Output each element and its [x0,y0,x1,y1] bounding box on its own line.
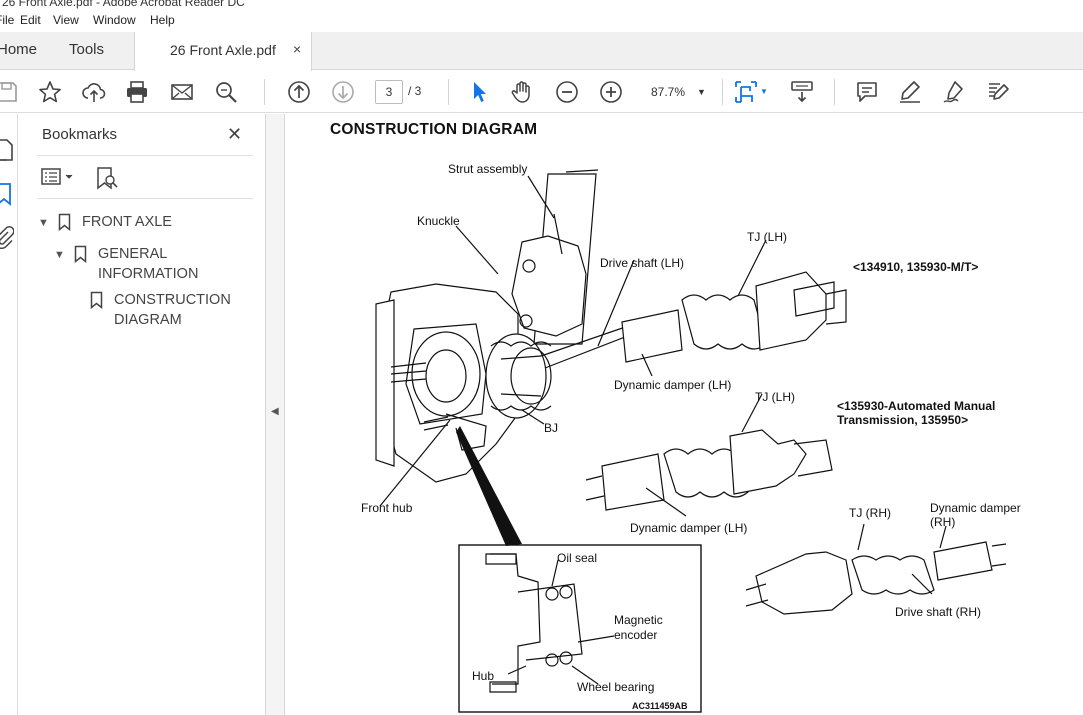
chevron-down-icon[interactable]: ▼ [760,87,768,96]
bookmark-icon [58,213,71,231]
zoom-in-icon[interactable] [598,79,624,105]
bookmark-label: DIAGRAM [114,312,182,328]
label-front-hub: Front hub [361,501,413,515]
label-tj-lh-2: TJ (LH) [755,390,795,404]
bookmark-options-icon[interactable] [41,166,77,191]
hand-icon[interactable] [509,79,535,105]
toolbar-separator [264,79,265,105]
menu-file[interactable]: File [0,13,15,27]
left-nav-rail [0,114,18,715]
close-icon[interactable]: ✕ [227,124,243,144]
label-magnetic-encoder-line1: Magnetic [614,613,663,627]
label-knuckle: Knuckle [417,214,460,228]
document-viewer[interactable]: Strut assembly Knuckle Drive shaft (LH) … [286,114,1083,715]
scroll-mode-icon[interactable] [789,79,815,105]
bookmark-label: INFORMATION [98,266,199,282]
label-bj: BJ [544,421,558,435]
bookmarks-panel: Bookmarks ✕ ▼ FRONT AXLE ▼ GENERAL INFOR… [19,114,265,715]
toolbar-separator [834,79,835,105]
chevron-down-icon[interactable]: ▼ [54,249,65,261]
label-dynamic-damper-lh-2: Dynamic damper (LH) [630,521,747,535]
select-arrow-icon[interactable] [466,79,492,105]
chevron-down-icon[interactable]: ▼ [38,217,49,229]
bookmark-item-general-information[interactable]: ▼ GENERAL INFORMATION [54,244,244,286]
bookmark-label: FRONT AXLE [82,214,172,230]
figure-code: AC311459AB [632,701,688,711]
zoom-out-icon[interactable] [554,79,580,105]
bookmark-label: GENERAL [98,246,168,262]
bookmark-icon [90,291,103,309]
upload-icon[interactable] [81,79,107,105]
label-oil-seal: Oil seal [557,551,597,565]
label-dynamic-damper-rh-line1: Dynamic damper [930,501,1021,515]
email-icon[interactable] [169,79,195,105]
construction-diagram: Strut assembly Knuckle Drive shaft (LH) … [361,162,1021,713]
panel-divider-line [37,198,253,199]
label-tj-rh: TJ (RH) [849,506,891,520]
comment-icon[interactable] [854,79,880,105]
tab-home[interactable]: Home [0,41,38,58]
bookmarks-header: Bookmarks [42,126,118,143]
document-heading: CONSTRUCTION DIAGRAM [330,121,538,138]
add-bookmark-icon[interactable] [95,166,119,193]
label-strut-assembly: Strut assembly [448,162,527,176]
close-icon[interactable]: × [293,41,302,57]
label-tj-lh-1: TJ (LH) [747,230,787,244]
tab-bar: Home Tools 26 Front Axle.pdf × [0,32,1083,71]
zoom-select[interactable]: 87.7% ▼ [643,81,713,103]
edit-icon[interactable] [985,79,1011,105]
menu-view[interactable]: View [53,13,79,27]
save-icon[interactable] [0,79,20,105]
label-hub: Hub [472,669,494,683]
bookmark-icon [74,245,87,263]
bookmark-item-construction-diagram[interactable]: CONSTRUCTION DIAGRAM [90,290,260,332]
bookmarks-icon[interactable] [0,182,14,209]
collapse-panel-icon[interactable]: ◀ [271,406,279,417]
main-toolbar: 3 / 3 87.7% ▼ ▼ [0,71,1083,113]
panel-divider-line [37,155,253,156]
menu-help[interactable]: Help [150,13,175,27]
zoom-value: 87.7% [651,85,686,99]
page-down-icon[interactable] [330,79,356,105]
label-model-amt-line2: Transmission, 135950> [837,413,968,427]
tab-tools[interactable]: Tools [69,41,105,58]
star-icon[interactable] [37,79,63,105]
highlight-icon[interactable] [897,79,923,105]
menu-window[interactable]: Window [93,13,136,27]
search-icon[interactable] [213,79,239,105]
sign-icon[interactable] [941,79,967,105]
page-thumbnails-icon[interactable] [0,138,14,165]
window-titlebar: 26 Front Axle.pdf - Adobe Acrobat Reader… [0,0,1083,10]
menu-edit[interactable]: Edit [20,13,41,27]
panel-splitter[interactable]: ◀ [265,114,285,715]
page-number-input[interactable]: 3 [375,80,403,104]
label-wheel-bearing: Wheel bearing [577,680,654,694]
menu-bar: File Edit View Window Help [0,10,1083,32]
label-drive-shaft-rh: Drive shaft (RH) [895,605,981,619]
label-model-mt: <134910, 135930-M/T> [853,260,978,274]
label-model-amt-line1: <135930-Automated Manual [837,399,995,413]
label-dynamic-damper-lh-1: Dynamic damper (LH) [614,378,731,392]
label-dynamic-damper-rh-line2: (RH) [930,515,955,529]
window-title: 26 Front Axle.pdf - Adobe Acrobat Reader… [2,0,245,9]
label-magnetic-encoder-line2: encoder [614,628,657,642]
tab-document[interactable]: 26 Front Axle.pdf × [134,32,312,71]
toolbar-separator [722,79,723,105]
chevron-down-icon: ▼ [697,87,706,97]
toolbar-separator [448,79,449,105]
label-drive-shaft-lh: Drive shaft (LH) [600,256,684,270]
tab-document-title: 26 Front Axle.pdf [170,42,276,58]
attachments-icon[interactable] [0,226,15,253]
bookmark-label: CONSTRUCTION [114,292,231,308]
page-total: / 3 [408,84,422,98]
page-up-icon[interactable] [286,79,312,105]
fit-page-icon[interactable] [733,79,759,105]
print-icon[interactable] [124,79,150,105]
